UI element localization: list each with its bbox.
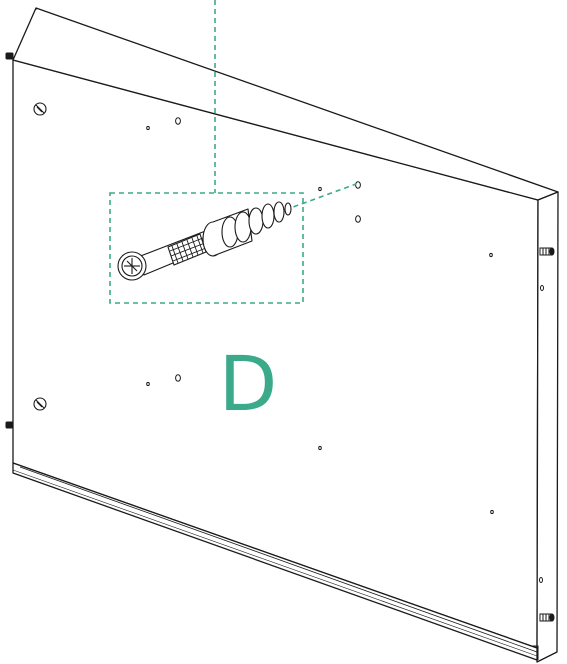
dowel-stub-top [5,52,14,60]
callout-leader-diagonal [284,183,357,211]
panel-d [12,7,559,663]
left-dowel-stubs [5,52,14,429]
cam-housing-top [33,102,47,116]
callout [109,0,357,304]
hole-large [175,117,181,125]
cam-housing-bottom [33,397,47,411]
cam-lock-bolt-icon [117,201,292,281]
hole-small [146,125,150,131]
front-holes [146,117,494,515]
right-face-hole-1 [540,285,544,291]
panel-bottom-rail [12,462,538,661]
right-face-hole-2 [539,577,543,583]
hole-large [355,181,361,189]
dowel-stub-bottom [5,421,14,429]
hole-small [490,509,494,515]
hole-small [318,186,322,192]
cam-housings [33,102,47,411]
hole-small [146,381,150,387]
hole-large [175,374,181,382]
hole-small [318,445,322,451]
panel-right-face [536,191,559,663]
hole-large [355,215,361,223]
dowel-right-bottom [539,613,555,622]
callout-box [109,192,304,304]
hole-small [489,252,493,258]
panel-label: D [219,339,278,428]
dowel-right-top [539,247,555,256]
right-dowels [539,247,555,622]
